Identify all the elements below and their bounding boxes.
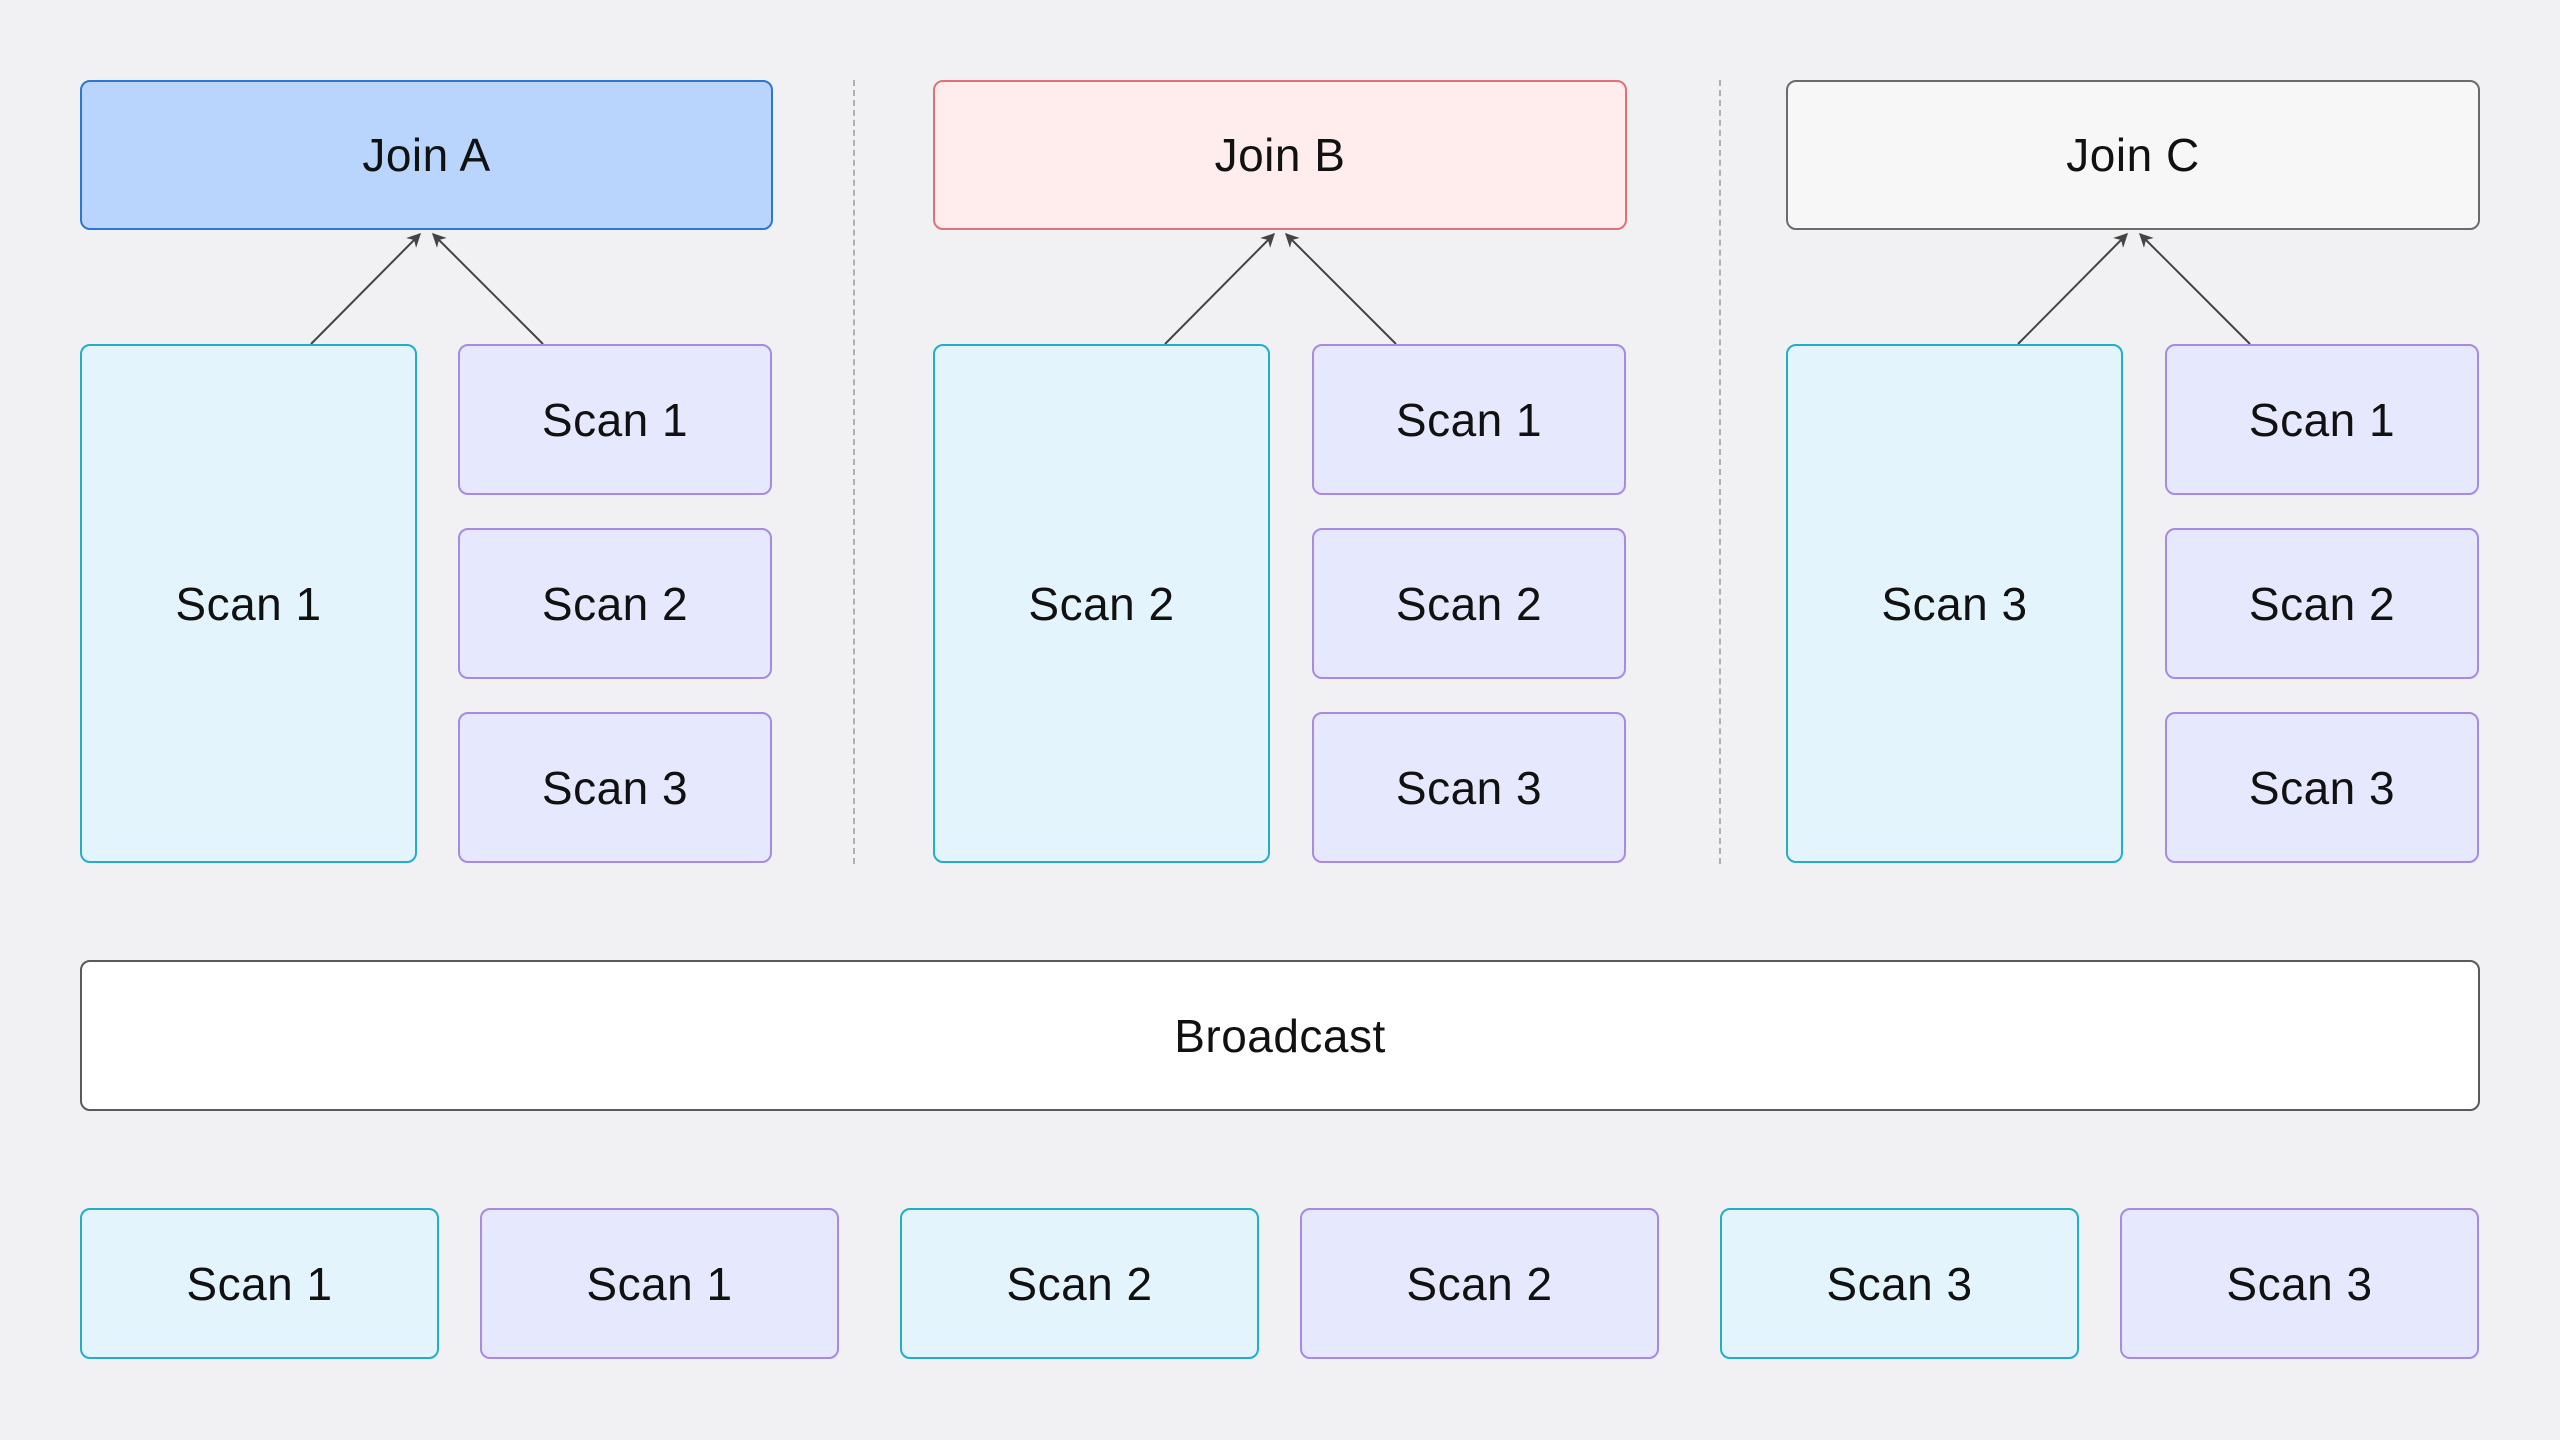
group-a-broadcast-scan-2: Scan 2 (458, 528, 772, 679)
group-c-broadcast-scan-1: Scan 1 (2165, 344, 2479, 495)
group-b-local-scan: Scan 2 (933, 344, 1270, 863)
scan-label: Scan 2 (1406, 1257, 1553, 1310)
group-a-local-scan: Scan 1 (80, 344, 417, 863)
scan-label: Scan 3 (1395, 761, 1543, 814)
scan-label: Scan 2 (541, 577, 689, 630)
group-b-broadcast-scan-3: Scan 3 (1312, 712, 1626, 863)
group-a-broadcast-scan-3: Scan 3 (458, 712, 772, 863)
bottom-scan-2-broadcast: Scan 2 (1300, 1208, 1659, 1359)
group-separator (853, 80, 855, 864)
join-b-node: Join B (933, 80, 1627, 230)
bottom-scan-1-local: Scan 1 (80, 1208, 439, 1359)
join-b-label: Join B (1214, 129, 1346, 181)
edge-scan3-to-join-c (2017, 233, 2128, 345)
broadcast-node: Broadcast (80, 960, 2480, 1111)
group-c-broadcast-scan-2: Scan 2 (2165, 528, 2479, 679)
group-b-broadcast-scan-2: Scan 2 (1312, 528, 1626, 679)
scan-label: Scan 1 (541, 393, 689, 446)
bottom-scan-3-local: Scan 3 (1720, 1208, 2079, 1359)
join-c-node: Join C (1786, 80, 2480, 230)
scan-label: Scan 2 (1395, 577, 1543, 630)
bottom-scan-2-local: Scan 2 (900, 1208, 1259, 1359)
edge-broadcast-scans-to-join-c (2139, 233, 2251, 345)
bottom-scan-1-broadcast: Scan 1 (480, 1208, 839, 1359)
join-a-label: Join A (362, 129, 491, 181)
group-c-broadcast-scan-3: Scan 3 (2165, 712, 2479, 863)
scan-label: Scan 1 (1395, 393, 1543, 446)
bottom-scan-3-broadcast: Scan 3 (2120, 1208, 2479, 1359)
group-a-broadcast-scan-1: Scan 1 (458, 344, 772, 495)
scan-label: Scan 2 (1028, 577, 1175, 630)
scan-label: Scan 2 (1006, 1257, 1153, 1310)
join-a-node: Join A (80, 80, 773, 230)
scan-label: Scan 3 (1881, 577, 2028, 630)
scan-label: Scan 3 (2248, 761, 2396, 814)
join-c-label: Join C (2066, 129, 2200, 181)
scan-label: Scan 1 (186, 1257, 333, 1310)
scan-label: Scan 3 (541, 761, 689, 814)
scan-label: Scan 1 (175, 577, 322, 630)
edge-broadcast-scans-to-join-b (1285, 233, 1397, 345)
scan-label: Scan 3 (2226, 1257, 2373, 1310)
scan-label: Scan 3 (1826, 1257, 1973, 1310)
group-b-broadcast-scan-1: Scan 1 (1312, 344, 1626, 495)
scan-label: Scan 1 (2248, 393, 2396, 446)
group-c-local-scan: Scan 3 (1786, 344, 2123, 863)
edge-scan1-to-join-a (310, 233, 421, 345)
edge-scan2-to-join-b (1164, 233, 1275, 345)
broadcast-label: Broadcast (1174, 1009, 1386, 1062)
scan-label: Scan 2 (2248, 577, 2396, 630)
edge-broadcast-scans-to-join-a (432, 233, 544, 345)
scan-label: Scan 1 (586, 1257, 733, 1310)
group-separator (1719, 80, 1721, 864)
